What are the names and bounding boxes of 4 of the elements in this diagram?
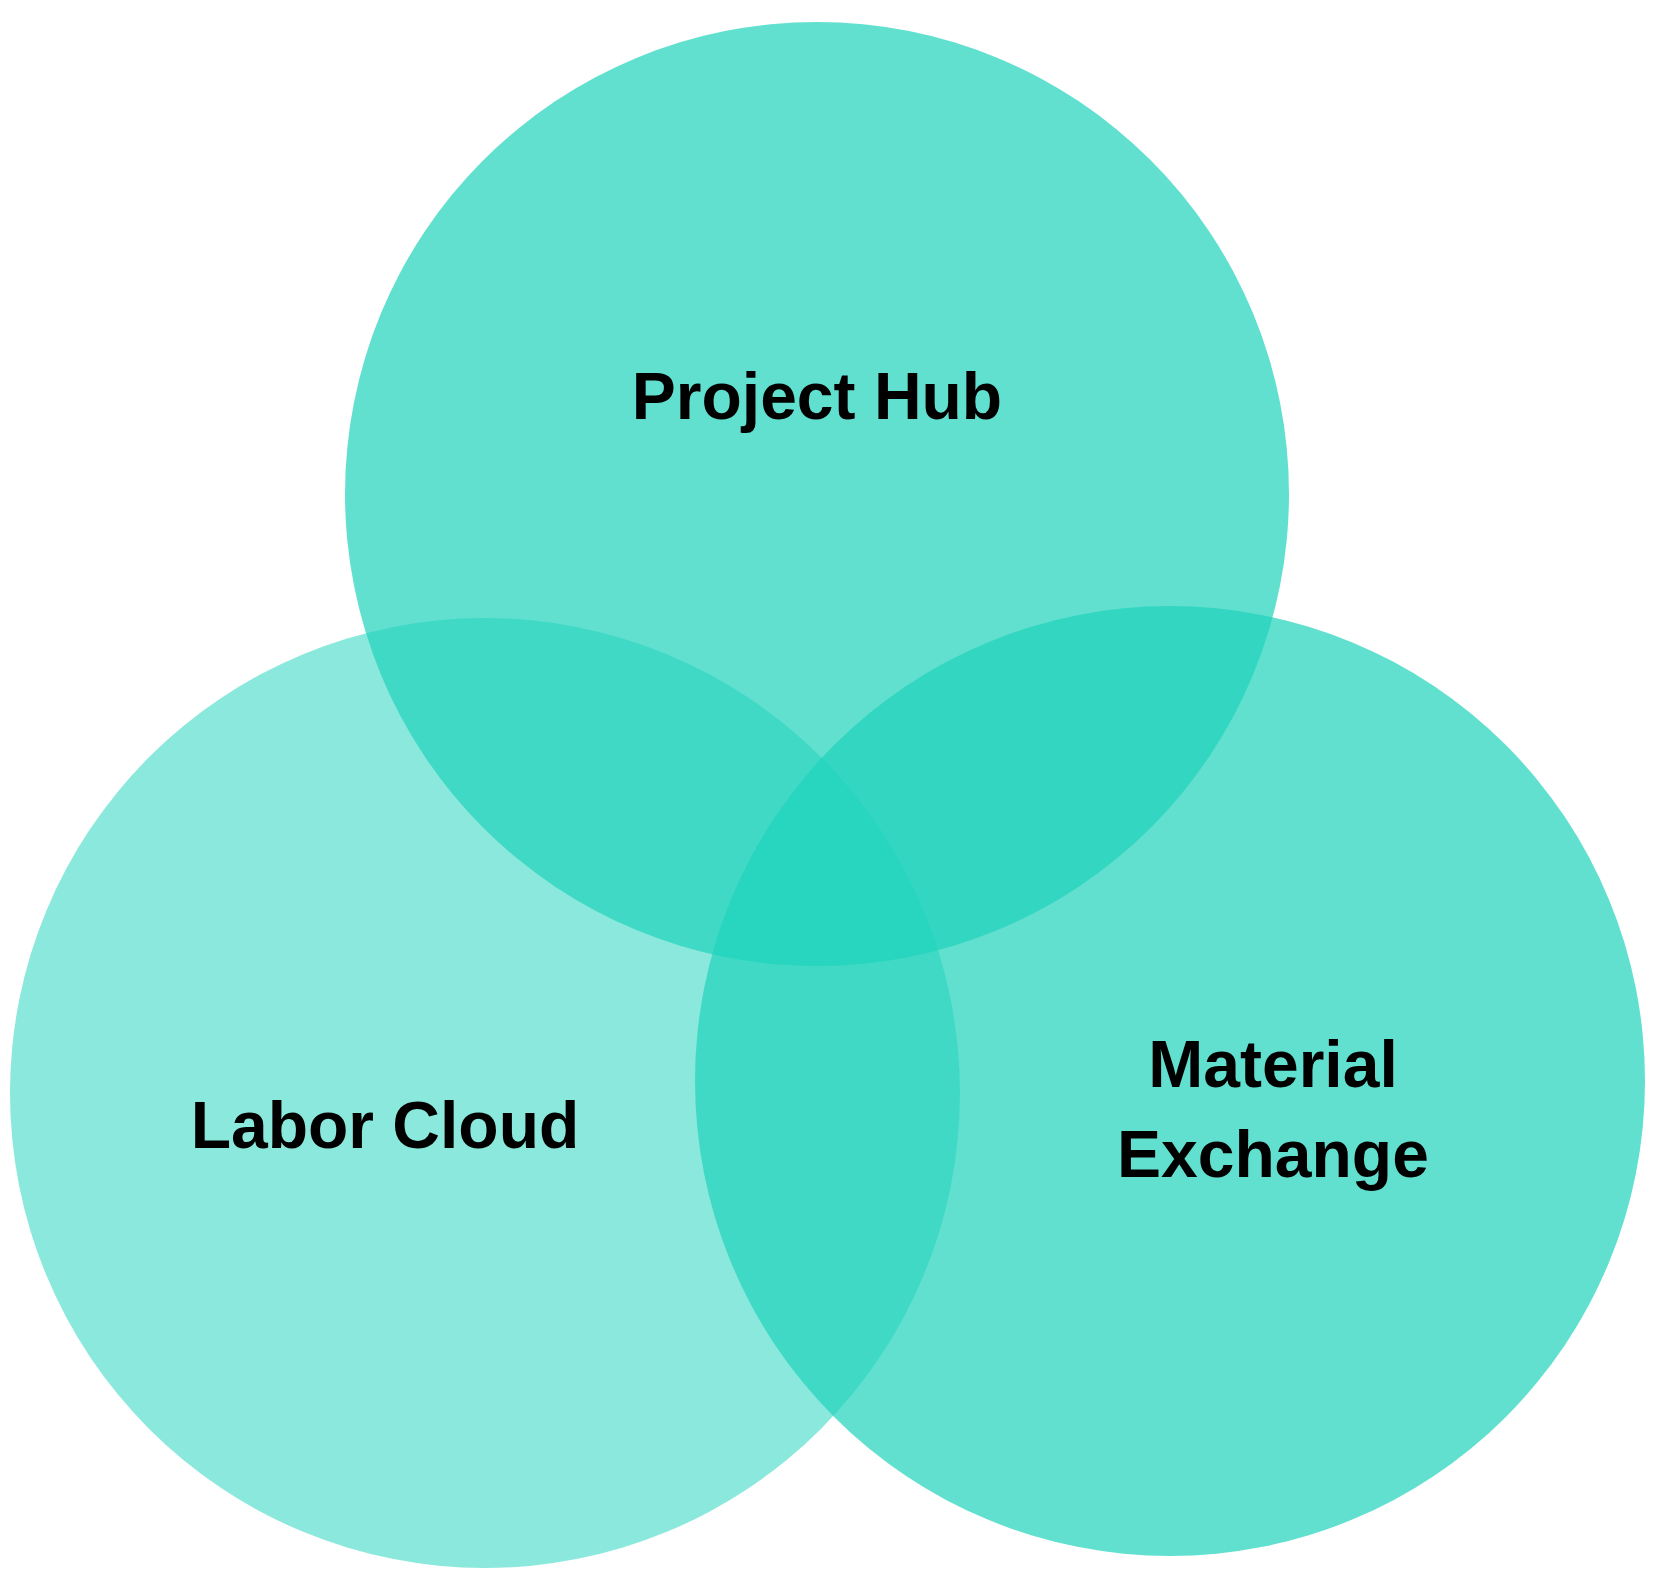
circle-label: Material Exchange (1116, 1026, 1430, 1193)
circle-label: Project Hub (630, 358, 1004, 435)
venn-circle (695, 606, 1645, 1556)
circle-label: Labor Cloud (189, 1087, 581, 1164)
